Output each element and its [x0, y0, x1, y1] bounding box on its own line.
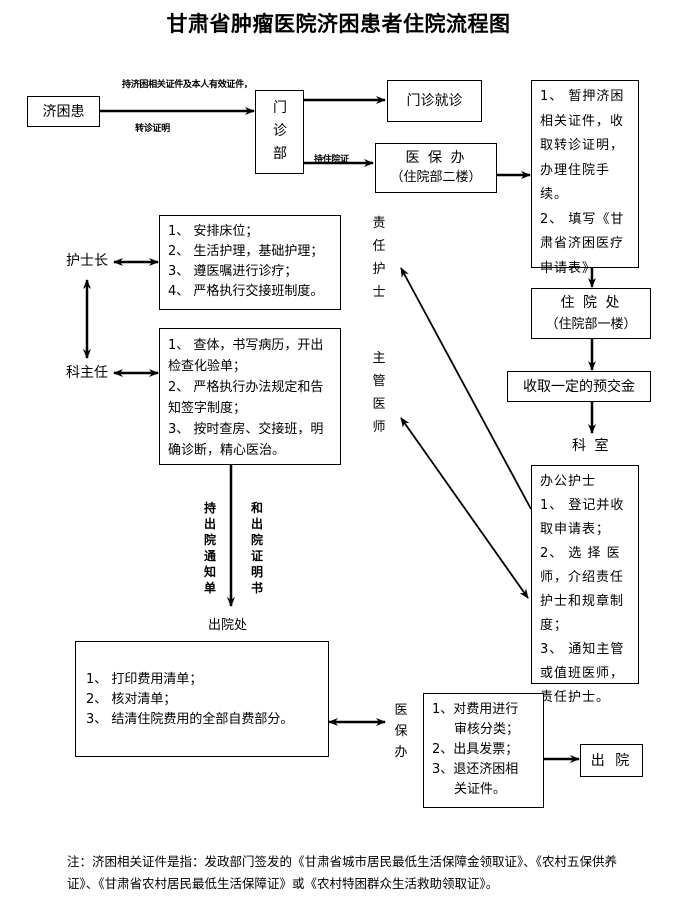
node-dept-director: 科主任 — [66, 365, 108, 381]
label-primary-nurse: 责任护士 — [372, 216, 386, 300]
node-discharge: 出 院 — [580, 744, 643, 777]
node-deposit: 收取一定的预交金 — [507, 371, 651, 402]
node-insurance-office: 医 保 办 （住院部二楼） — [375, 143, 497, 193]
footnote: 注：济困相关证件是指：发政部门签发的《甘肃省城市居民最低生活保障金领取证》、《农… — [67, 854, 618, 891]
node-patient: 济困患 — [27, 96, 100, 127]
edge-label-admission-cert: 持住院证 — [314, 155, 349, 165]
edge-label-documents: 持济困相关证件及本人有效证件， — [122, 80, 253, 90]
node-office-nurse: 办公护士 1、 登记并收取申请表； 2、 选 择 医师，介绍责任护士和规章制度；… — [531, 465, 639, 705]
node-head-nurse-tasks: 1、 安排床位； 2、 生活护理，基础护理； 3、 遵医嘱进行诊疗； 4、 严格… — [159, 215, 341, 310]
node-head-nurse: 护士长 — [66, 253, 108, 269]
node-discharge-office: 出院处 — [208, 618, 248, 633]
edge-label-referral: 转诊证明 — [135, 124, 170, 134]
node-insurance-tasks: 1、对费用进行 审核分类； 2、出具发票； 3、退还济困相 关证件。 — [423, 693, 544, 808]
label-insurance-office-2: 医保办 — [394, 703, 408, 760]
node-department: 科 室 — [572, 438, 611, 454]
arrow-physician-office-nurse — [400, 417, 529, 599]
edge-label-discharge-certificate: 和出院证明书 — [250, 501, 263, 595]
label-attending-physician: 主管医师 — [372, 351, 386, 435]
node-outpatient-dept: 门诊部 — [255, 90, 304, 174]
page-title: 甘肃省肿瘤医院济困患者住院流程图 — [166, 11, 511, 36]
node-outpatient-visit: 门诊就诊 — [387, 80, 482, 122]
edge-label-discharge-notice: 持出院通知单 — [203, 501, 216, 595]
node-admission-steps: 1、 暂押济困相关证件，收取转诊证明，办理住院手续。 2、 填写《甘肃省济困医疗… — [531, 80, 639, 276]
node-discharge-tasks: 1、 打印费用清单； 2、 核对清单； 3、 结清住院费用的全部自费部分。 — [75, 641, 329, 757]
node-dept-director-tasks: 1、 查体，书写病历，开出检查化验单； 2、 严格执行办法规定和告知签字制度； … — [159, 328, 341, 465]
node-admission-office: 住 院 处 （住院部一楼） — [531, 288, 651, 339]
